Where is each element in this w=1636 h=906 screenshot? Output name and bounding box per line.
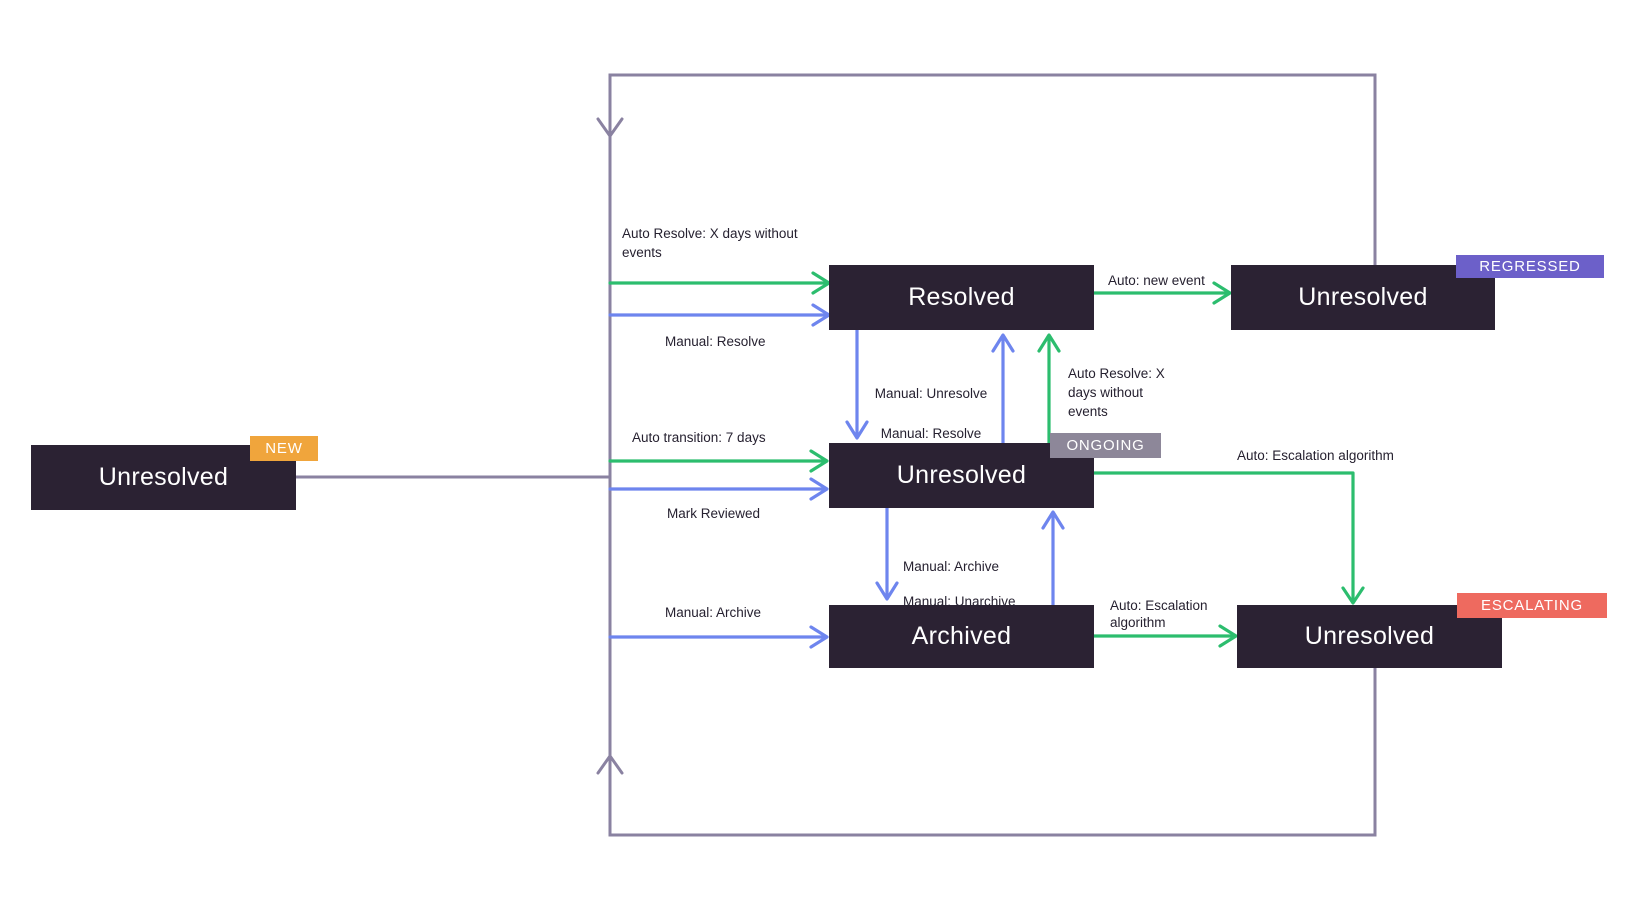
edge-auto-escalation-archived-to-escalating <box>1092 624 1238 648</box>
label-manual-archive: Manual: Archive <box>665 605 762 620</box>
label-auto-resolve-days: Auto Resolve: X days without events <box>622 226 798 260</box>
node-resolved: Resolved <box>829 265 1094 330</box>
edge-manual-resolve-to-resolved <box>608 303 831 327</box>
badge-ongoing: ONGOING <box>1050 433 1161 458</box>
label-auto-escalation-bottom: Auto: Escalation algorithm <box>1110 598 1208 630</box>
label-auto-escalation-algorithm: Auto: Escalation algorithm <box>1237 448 1394 463</box>
node-label: Resolved <box>908 283 1015 311</box>
edge-manual-resolve-up <box>991 333 1015 445</box>
edge-manual-unarchive-up <box>1041 510 1065 607</box>
edge-auto-transition-to-ongoing <box>608 449 829 473</box>
edge-auto-resolve-ongoing-to-resolved <box>1037 333 1061 445</box>
flow-up-chevron-icon <box>596 754 624 775</box>
label-auto-new-event: Auto: new event <box>1108 273 1205 288</box>
label-manual-unarchive: Manual: Unarchive <box>903 593 1016 609</box>
loop-frame <box>294 73 1377 837</box>
node-unresolved-ongoing: Unresolved <box>829 443 1094 508</box>
label-group-archive-unarchive: Manual: Archive Manual: Unarchive <box>903 540 1016 628</box>
edge-manual-archive-down <box>875 506 899 601</box>
badge-escalating: ESCALATING <box>1457 593 1607 618</box>
node-label: Unresolved <box>1298 283 1428 311</box>
node-label: Unresolved <box>98 463 229 491</box>
label-mark-reviewed: Mark Reviewed <box>667 506 761 521</box>
edge-mark-reviewed-to-ongoing <box>608 477 829 501</box>
label-auto-transition-7-days: Auto transition: 7 days <box>632 430 766 445</box>
edge-manual-unresolve-down <box>845 328 869 440</box>
node-archived: Archived <box>829 605 1094 668</box>
badge-regressed: REGRESSED <box>1456 255 1604 278</box>
node-label: Unresolved <box>1304 622 1435 650</box>
label-manual-resolve-mid: Manual: Resolve <box>880 426 982 441</box>
edge-auto-new-event-to-regressed <box>1092 281 1232 305</box>
node-label: Unresolved <box>896 461 1027 489</box>
label-manual-unresolve: Manual: Unresolve <box>874 386 988 401</box>
label-group-unresolve-resolve: Manual: Unresolve Manual: Resolve <box>856 364 1006 464</box>
node-unresolved-regressed: Unresolved <box>1231 265 1495 330</box>
node-label: Archived <box>911 622 1012 650</box>
label-auto-resolve-mid: Auto Resolve: X days without events <box>1068 366 1165 419</box>
label-manual-archive-mid: Manual: Archive <box>903 558 1000 574</box>
flow-down-chevron-icon <box>596 117 624 138</box>
edge-auto-resolve-to-resolved <box>608 271 831 295</box>
badge-new: NEW <box>250 436 318 461</box>
edge-auto-escalation-ongoing-to-escalating <box>1092 471 1365 605</box>
edge-manual-archive-to-archived <box>608 625 829 649</box>
label-manual-resolve: Manual: Resolve <box>665 334 766 349</box>
